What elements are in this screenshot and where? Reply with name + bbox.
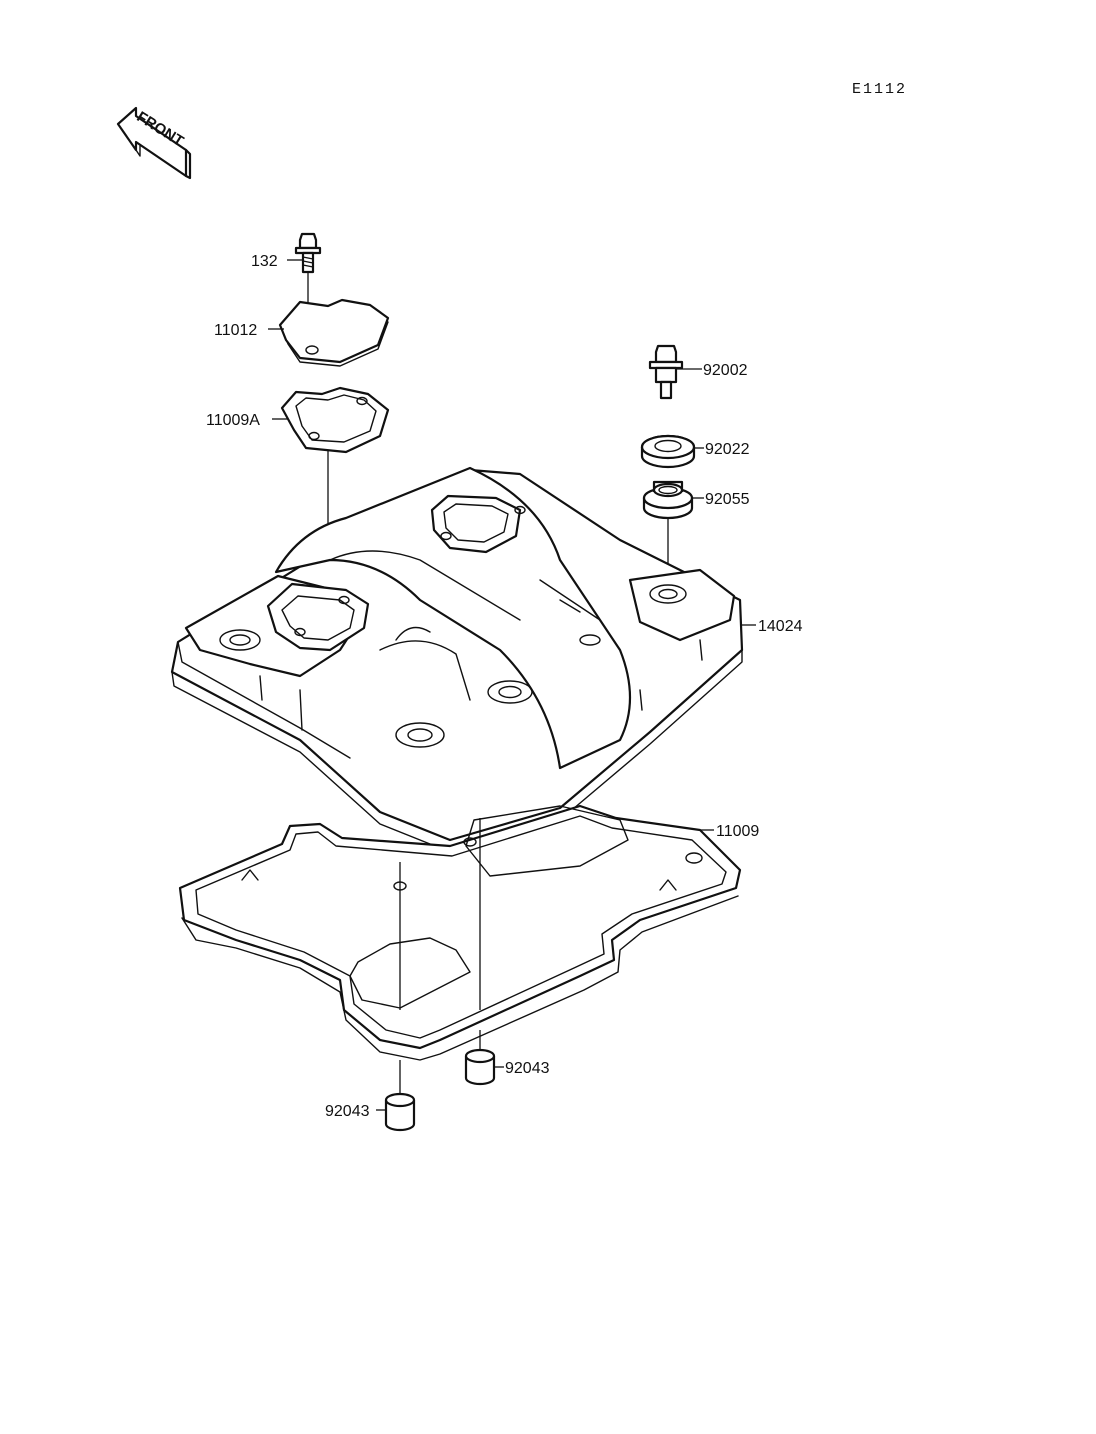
dowel-pin-92043-left — [384, 1060, 416, 1132]
bolt-92002 — [648, 344, 684, 400]
diagram-code: E1112 — [852, 81, 907, 98]
label-132: 132 — [251, 253, 278, 270]
label-92002: 92002 — [703, 362, 748, 379]
label-92022: 92022 — [705, 441, 750, 458]
front-label: FRONT — [134, 108, 187, 150]
label-92055: 92055 — [705, 491, 750, 508]
cover-plate-11012 — [278, 298, 390, 367]
front-direction-arrow: FRONT — [116, 106, 192, 180]
label-11009: 11009 — [716, 823, 759, 840]
gasket-11009A — [280, 386, 390, 454]
cylinder-head-cover-14024 — [170, 466, 744, 853]
label-11009A: 11009A — [206, 412, 260, 429]
label-92043-left: 92043 — [325, 1103, 370, 1120]
washer-92022 — [640, 434, 696, 469]
label-92043-right: 92043 — [505, 1060, 550, 1077]
label-11012: 11012 — [214, 322, 257, 339]
dowel-pin-92043-right — [464, 1030, 496, 1086]
grommet-92055 — [642, 480, 694, 592]
label-14024: 14024 — [758, 618, 803, 635]
gasket-11009 — [178, 804, 742, 1061]
